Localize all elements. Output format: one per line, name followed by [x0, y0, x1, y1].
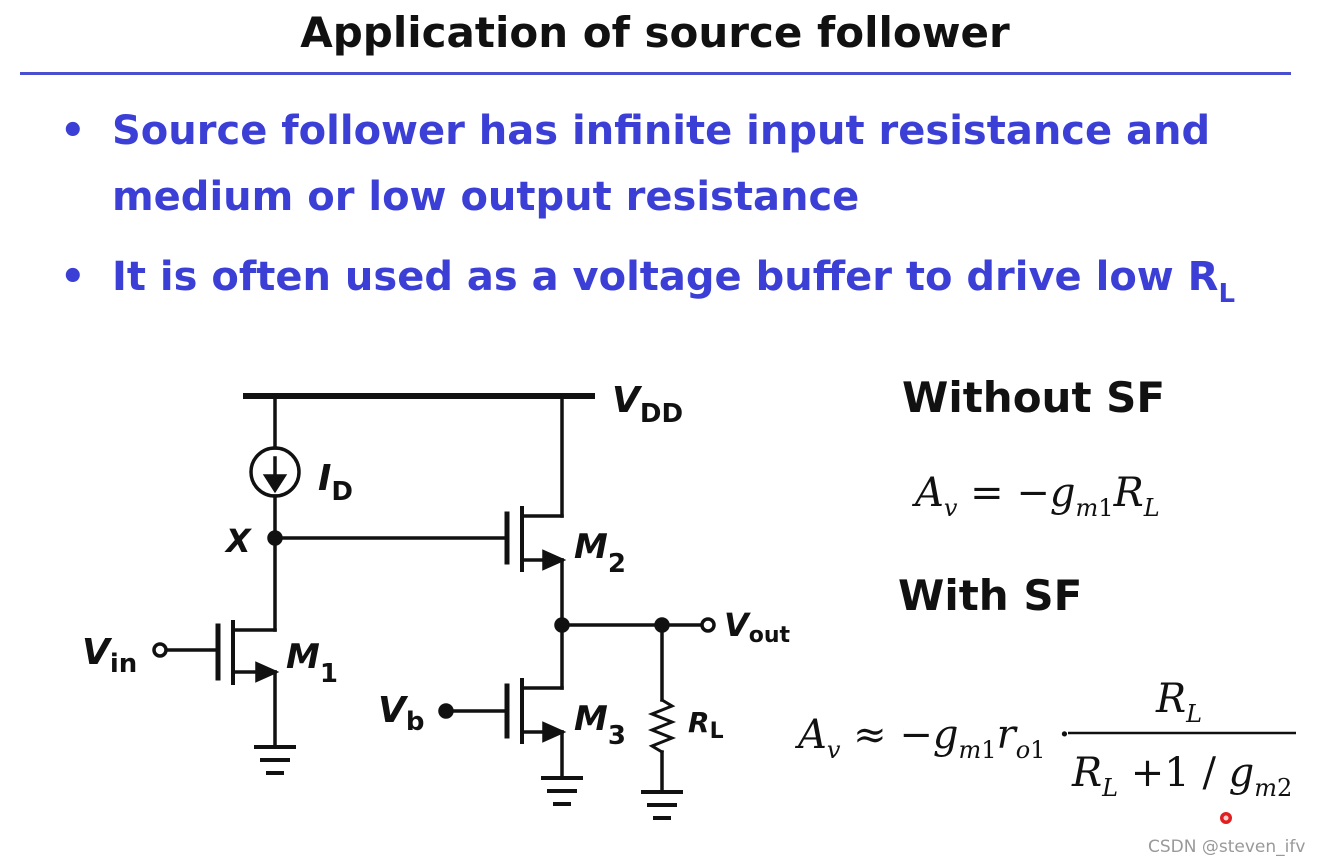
title-underline: [20, 72, 1291, 75]
bullet-dot: •: [60, 108, 86, 154]
bullet-2-sub: L: [1218, 279, 1236, 309]
vout-label: Vout: [724, 606, 791, 648]
vout-terminal: [700, 617, 716, 633]
bullet-1-line-1: Source follower has infinite input resis…: [112, 108, 1211, 154]
watermark: CSDN @steven_ifv: [1148, 837, 1305, 857]
slide-title: Application of source follower: [300, 8, 1010, 57]
m2-label: M2: [574, 527, 626, 579]
vin-terminal: [152, 642, 168, 658]
m3-label: M3: [574, 699, 626, 751]
bullet-2-main: It is often used as a voltage buffer to …: [112, 254, 1219, 300]
equation-with-sf-lhs: Av ≈ −gm1ro1 ·: [794, 712, 1071, 764]
vin-label: Vin: [82, 632, 137, 679]
m1-label: M1: [286, 637, 338, 689]
vb-terminal: [438, 703, 454, 719]
equation-without-sf: Av = −gm1RL: [911, 470, 1160, 522]
with-sf-heading: With SF: [898, 571, 1082, 620]
vb-label: Vb: [378, 690, 425, 737]
equation-denominator: RL +1 / gm2: [1071, 750, 1292, 802]
id-label: ID: [318, 458, 353, 507]
bullet-dot: •: [60, 254, 86, 300]
bullet-2-text: It is often used as a voltage buffer to …: [112, 244, 1235, 315]
vdd-label: VDD: [612, 380, 683, 429]
equation-numerator: RL: [1155, 676, 1202, 728]
without-sf-heading: Without SF: [902, 373, 1165, 422]
rl-label: RL: [688, 706, 724, 744]
bullet-1-line-2: medium or low output resistance: [112, 174, 860, 220]
x-node-label: X: [224, 522, 252, 560]
rl-resistor: [647, 697, 677, 755]
